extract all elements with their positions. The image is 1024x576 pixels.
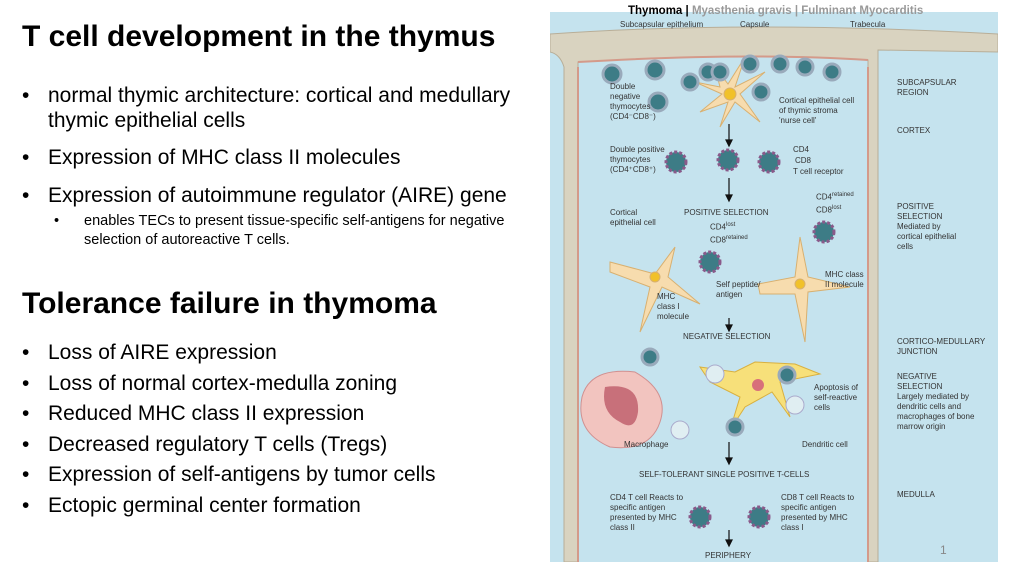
- bullet: Loss of AIRE expression: [22, 340, 542, 365]
- bullet: Expression of MHC class II molecules: [22, 145, 552, 170]
- sub-bullet: enables TECs to present tissue-specific …: [54, 212, 524, 250]
- label-cortical-cell: Cortical epithelial cell: [610, 208, 656, 227]
- section-title: Tolerance failure in thymoma: [22, 287, 437, 320]
- nav-thymoma[interactable]: Thymoma |: [628, 5, 689, 17]
- bullet: Ectopic germinal center formation: [22, 493, 542, 518]
- label-capsule: Capsule: [740, 20, 770, 29]
- label-periphery: PERIPHERY: [705, 551, 752, 560]
- region-cortex: CORTEX: [897, 126, 931, 135]
- bullet: Expression of self-antigens by tumor cel…: [22, 462, 542, 487]
- label-tcr: T cell receptor: [793, 167, 844, 176]
- label-subcapsular-epithelium: Subcapsular epithelium: [620, 20, 704, 29]
- label-dendritic-cell: Dendritic cell: [802, 440, 848, 449]
- label-self-tolerant: SELF-TOLERANT SINGLE POSITIVE T-CELLS: [639, 470, 810, 479]
- bullet-list-1: normal thymic architecture: cortical and…: [22, 83, 552, 250]
- region-cmj: CORTICO-MEDULLARY JUNCTION: [897, 337, 986, 356]
- bullet: Decreased regulatory T cells (Tregs): [22, 432, 542, 457]
- label-double-negative: Double negative thymocytes (CD4⁻CD8⁻): [610, 82, 656, 121]
- page-number: 1: [940, 543, 947, 557]
- macrophage: [580, 370, 663, 449]
- label-cd4: CD4: [793, 145, 810, 154]
- label-mhc2: MHC class II molecule: [825, 270, 864, 289]
- thymus-diagram: Subcapsular epithelium Capsule Trabecula…: [549, 12, 999, 563]
- label-nurse-cell: Cortical epithelial cell of thymic strom…: [779, 96, 855, 125]
- label-negative-selection: NEGATIVE SELECTION: [683, 332, 771, 341]
- region-negative: NEGATIVE SELECTION: [897, 372, 943, 391]
- diagram-artwork: [549, 26, 999, 563]
- label-positive-selection: POSITIVE SELECTION: [684, 208, 769, 217]
- region-positive-desc: Mediated by cortical epithelial cells: [897, 222, 957, 251]
- label-mhc1: MHC class I molecule: [657, 292, 690, 321]
- region-subcapsular: SUBCAPSULAR REGION: [897, 78, 957, 97]
- label-cd8-t-cell: CD8 T cell Reacts to specific antigen pr…: [781, 493, 855, 532]
- bullet: Loss of normal cortex-medulla zoning: [22, 371, 542, 396]
- topic-navigation: Thymoma | Myasthenia gravis | Fulminant …: [628, 5, 923, 17]
- region-negative-desc: Largely mediated by dendritic cells and …: [897, 392, 975, 431]
- bullet: Reduced MHC class II expression: [22, 401, 542, 426]
- nav-other-topics[interactable]: Myasthenia gravis | Fulminant Myocarditi…: [691, 5, 924, 17]
- label-apoptosis: Apoptosis of self-reactive cells: [814, 383, 859, 412]
- label-trabecula: Trabecula: [850, 20, 886, 29]
- label-macrophage: Macrophage: [624, 440, 669, 449]
- bullet: normal thymic architecture: cortical and…: [22, 83, 552, 133]
- label-cd8: CD8: [795, 156, 812, 165]
- bullet: Expression of autoimmune regulator (AIRE…: [22, 183, 552, 208]
- label-self-peptide: Self peptide/ antigen: [716, 280, 761, 299]
- slide-title: T cell development in the thymus: [22, 20, 496, 53]
- region-medulla: MEDULLA: [897, 490, 935, 499]
- label-cd4-t-cell: CD4 T cell Reacts to specific antigen pr…: [610, 493, 684, 532]
- region-positive: POSITIVE SELECTION: [897, 202, 943, 221]
- label-double-positive: Double positive thymocytes (CD4⁺CD8⁺): [610, 145, 665, 174]
- bullet-list-2: Loss of AIRE expression Loss of normal c…: [22, 340, 542, 518]
